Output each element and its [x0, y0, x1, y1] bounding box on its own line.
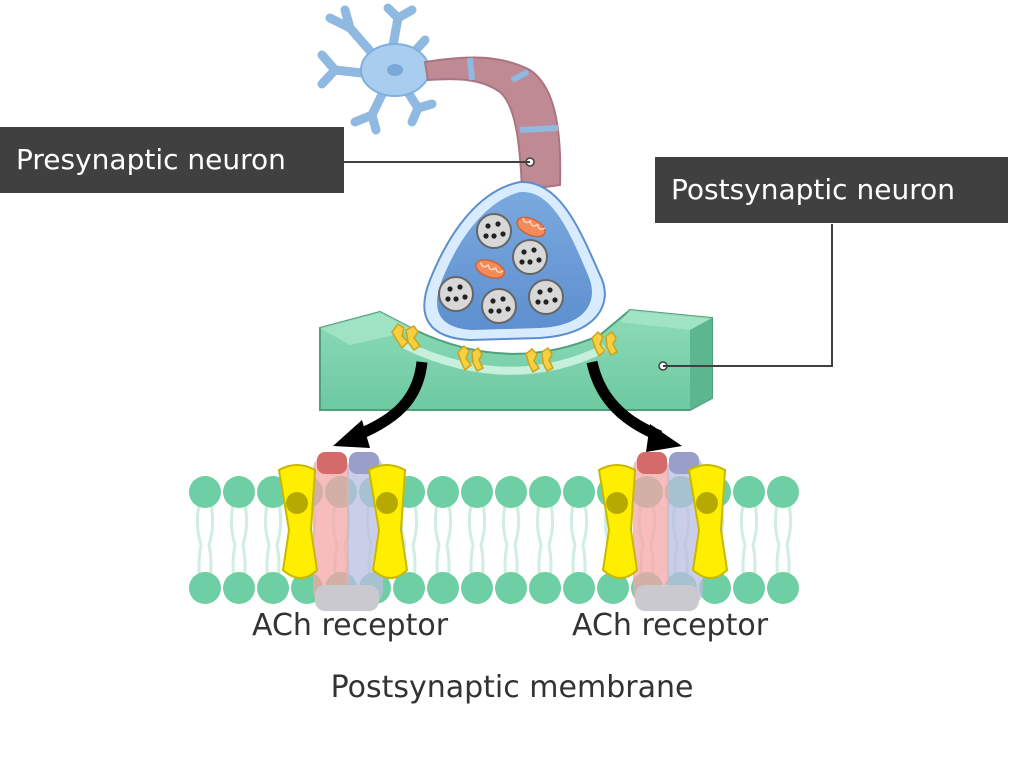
ach-receptor-left-label: ACh receptor: [251, 608, 449, 643]
postsynaptic-neuron-label: Postsynaptic neuron: [655, 157, 1008, 223]
tissue-receptors: [391, 322, 619, 374]
postsynaptic-membrane-label: Postsynaptic membrane: [330, 670, 694, 705]
vesicle-icon: [438, 213, 564, 324]
postsynaptic-connector: [663, 224, 833, 367]
presynaptic-neuron-label: Presynaptic neuron: [0, 127, 344, 193]
ach-receptor-right-label: ACh receptor: [571, 608, 769, 643]
curved-arrow-icon: [333, 360, 682, 452]
mitochondrion-icon: [474, 216, 546, 279]
presynaptic-terminal: [423, 180, 606, 342]
receptor-icon: [277, 452, 729, 611]
neuron-icon: [317, 3, 562, 192]
